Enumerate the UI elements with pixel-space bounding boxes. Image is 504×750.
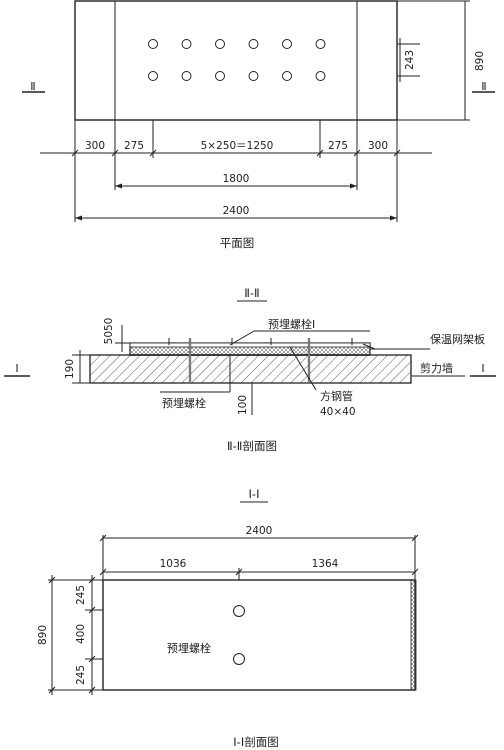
plan-dim-890: 890 [474,51,486,71]
section-2-label-tube-size: 40×40 [320,406,356,418]
plan-caption: 平面图 [220,236,255,250]
plan-dim-1800: 1800 [223,173,250,185]
section-2-mark-left: Ⅰ [15,362,18,375]
plan-bolt-hole [215,39,225,49]
section-1-dim-890: 890 [37,625,49,645]
plan-bolt-hole [148,39,158,49]
section-1-dim-400: 400 [75,624,87,644]
section-1-view: Ⅰ-Ⅰ 2400 1036 1364 890 245 400 245 预埋螺栓 … [37,487,417,749]
plan-view: 890 243 Ⅱ Ⅱ 300 275 5×250＝1250 275 300 1… [22,0,495,250]
plan-bolt-hole [148,71,158,81]
section-2-label-tube: 方钢管 [320,389,353,403]
plan-bolt-hole [181,71,192,81]
section-2-mark-right: Ⅰ [481,362,484,375]
section-1-dim-245-bottom: 245 [75,665,87,685]
section-1-bolt-hole-bottom [233,653,245,665]
plan-bolt-hole [315,71,326,81]
section-2-label-panel: 保温网架板 [430,332,485,346]
section-1-caption: Ⅰ-Ⅰ剖面图 [233,735,278,749]
plan-bolt-hole [248,71,259,81]
section-2-title: Ⅱ-Ⅱ [244,286,259,300]
section-1-dim-1036: 1036 [160,558,187,570]
section-2-label-wall: 剪力墙 [420,361,453,375]
section-1-edge [410,579,417,691]
plan-bolt-hole [282,71,292,81]
plan-bolt-hole [248,39,259,49]
section-2-view: Ⅱ-Ⅱ 190 5050 Ⅰ Ⅰ 预埋螺栓Ⅰ [4,286,496,453]
plan-dim-2400: 2400 [223,205,250,217]
plan-bolt-hole [315,39,326,49]
plan-holes [148,39,326,81]
section-2-label-bolt-1: 预埋螺栓Ⅰ [268,317,315,331]
plan-dim-275-right: 275 [328,140,348,152]
section-2-caption: Ⅱ-Ⅱ剖面图 [227,439,277,453]
plan-section-mark-left: Ⅱ [30,80,35,93]
section-1-bolt-hole-top [233,605,245,617]
section-1-label-bolt: 预埋螺栓 [167,641,211,655]
section-2-dim-190: 190 [64,359,76,379]
plan-dim-300-left: 300 [85,140,105,152]
plan-section-mark-right: Ⅱ [481,80,486,93]
plan-bolt-hole [282,39,292,49]
section-2-dim-100: 100 [237,395,249,415]
plan-bolt-hole [181,39,192,49]
section-2-dim-5050: 5050 [103,318,115,345]
plan-dim-275-left: 275 [124,140,144,152]
plan-dim-300-right: 300 [368,140,388,152]
section-1-outline [102,579,416,691]
section-1-dim-1364: 1364 [312,558,339,570]
section-1-title: Ⅰ-Ⅰ [249,487,260,501]
section-1-dim-2400: 2400 [246,525,273,537]
plan-dim-243: 243 [404,50,416,70]
plan-dim-1250: 5×250＝1250 [201,140,274,152]
section-2-label-bolt: 预埋螺栓 [162,396,206,410]
plan-bolt-hole [215,71,225,81]
shear-wall [89,354,412,384]
section-1-dim-245-top: 245 [75,585,87,605]
plan-outline [74,0,398,121]
